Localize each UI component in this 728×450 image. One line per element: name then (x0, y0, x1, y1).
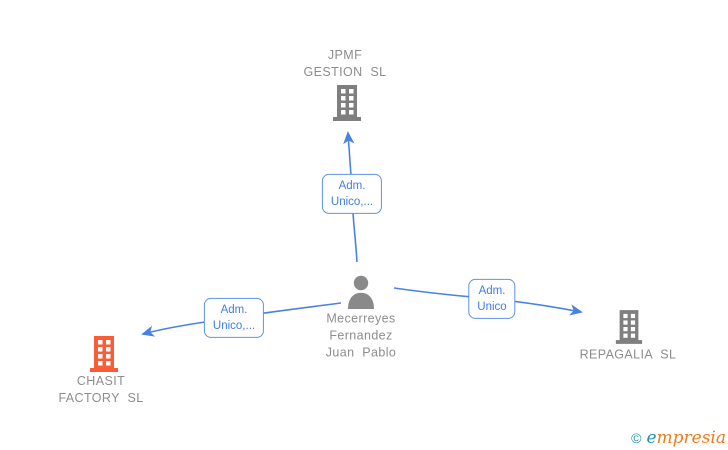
brand-wordmark: empresia (646, 428, 726, 448)
edge-label-to-chasit[interactable]: Adm. Unico,... (203, 297, 265, 339)
edge-label-line: Adm. (220, 303, 248, 316)
edge-label-line: Adm. (478, 284, 506, 297)
building-icon (87, 336, 121, 377)
building-icon (331, 85, 363, 126)
edge-label-to-repagalia[interactable]: Adm. Unico (468, 278, 516, 320)
edge-label-line: Unico (477, 301, 507, 313)
node-label-line: GESTION SL (303, 65, 387, 79)
person-icon (345, 275, 377, 313)
brand-rest: mpresia (656, 428, 727, 448)
node-label-jpmf: JPMF GESTION SL (303, 47, 386, 81)
node-label-line: REPAGALIA SL (579, 347, 677, 362)
edge-person-to-label-jpmf (352, 212, 358, 263)
node-label-person: Mecerreyes Fernandez Juan Pablo (326, 311, 397, 362)
node-label-line: FACTORY SL (58, 391, 144, 405)
edge-label-line: Adm. (338, 179, 366, 192)
node-label-chasit: CHASIT FACTORY SL (58, 373, 143, 407)
node-label-line: Juan Pablo (325, 345, 397, 360)
node-chasit[interactable] (87, 335, 121, 373)
edge-label-line: Unico,... (212, 320, 256, 332)
node-label-line: CHASIT (76, 374, 126, 389)
node-label-repagalia: REPAGALIA SL (580, 347, 677, 364)
node-jpmf[interactable] (331, 84, 363, 122)
node-repagalia[interactable] (614, 309, 644, 345)
edge-label-line: Unico,... (330, 196, 374, 208)
edge-label-to-jpmf[interactable]: Adm. Unico,... (321, 173, 383, 215)
building-icon (614, 310, 644, 349)
node-label-line: Mecerreyes (326, 311, 396, 326)
copyright-icon: © (631, 430, 642, 446)
empresia-logo[interactable]: © empresia (631, 428, 726, 448)
brand-initial: e (646, 428, 657, 448)
edge-to-jpmf (343, 131, 355, 177)
node-label-line: JPMF (327, 48, 363, 63)
node-label-line: Fernandez (329, 328, 393, 343)
node-person[interactable] (345, 275, 377, 309)
